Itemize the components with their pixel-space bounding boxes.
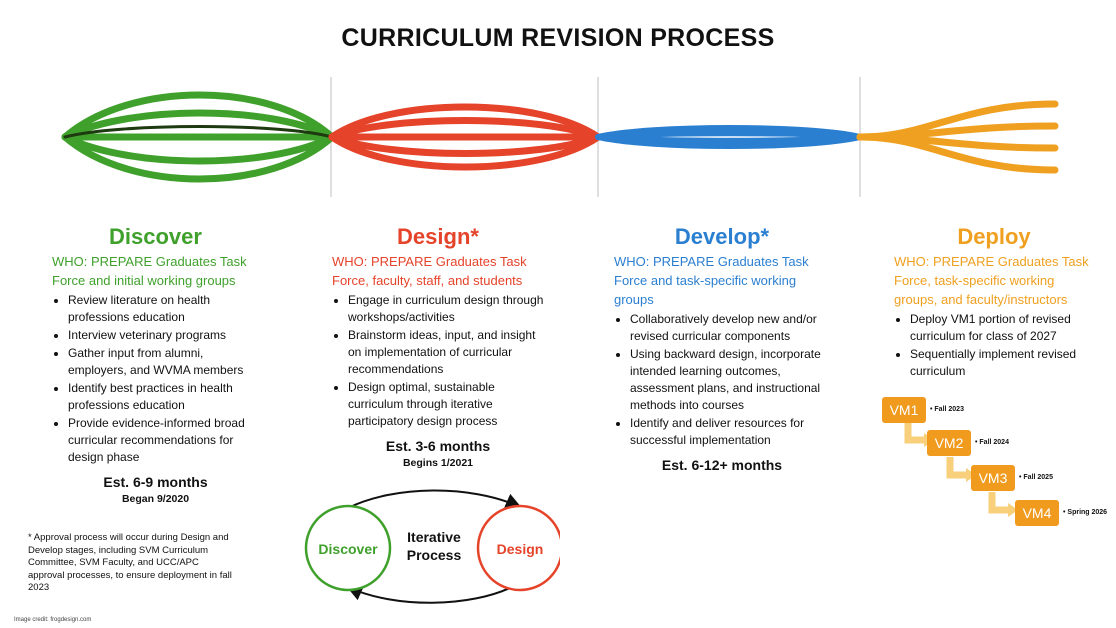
- deploy-strands: [856, 100, 1059, 174]
- deploy-title: Deploy: [957, 224, 1031, 249]
- list-item: Sequentially implement revised curriculu…: [910, 346, 1094, 380]
- step-arrow: [946, 457, 968, 479]
- design-title: Design*: [397, 224, 479, 249]
- develop-strand: [595, 130, 863, 140]
- vm1-badge: VM1: [882, 397, 926, 423]
- discover-bullets: Review literature on health professions …: [52, 292, 263, 466]
- design-who: WHO: PREPARE Graduates Task Force, facul…: [332, 254, 527, 288]
- image-credit: Image credit: frogdesign.com: [14, 617, 92, 623]
- discover-strand: [63, 125, 334, 139]
- list-item: Review literature on health professions …: [68, 292, 263, 326]
- discover-strand: [61, 133, 336, 165]
- deploy-column: Deploy WHO: PREPARE Graduates Task Force…: [894, 224, 1094, 381]
- step-arrow: [988, 492, 1010, 514]
- develop-strands: [595, 125, 863, 149]
- step-arrow: [904, 423, 926, 444]
- list-item: Gather input from alumni, employers, and…: [68, 345, 263, 379]
- list-item: Identify and deliver resources for succe…: [630, 415, 830, 449]
- design-strands: [328, 103, 602, 171]
- page-title: CURRICULUM REVISION PROCESS: [341, 24, 775, 52]
- vm1-term: • Fall 2023: [930, 406, 964, 413]
- develop-bullets: Collaboratively develop new and/or revis…: [614, 311, 830, 449]
- design-column: Design* WHO: PREPARE Graduates Task Forc…: [332, 224, 544, 469]
- discover-estimate: Est. 6-9 months: [103, 474, 208, 490]
- develop-title: Develop*: [674, 224, 770, 249]
- design-strand: [328, 103, 602, 141]
- iterative-process-diagram: Discover Design Iterative Process: [304, 489, 560, 604]
- discover-began: Began 9/2020: [121, 493, 190, 505]
- vm3-badge: VM3: [971, 465, 1015, 491]
- design-bullets: Engage in curriculum design through work…: [332, 292, 544, 430]
- discover-who: WHO: PREPARE Graduates Task Force and in…: [52, 254, 247, 288]
- iter-center-line1: Iterative: [407, 529, 461, 545]
- deploy-strand: [856, 133, 1059, 174]
- deploy-who: WHO: PREPARE Graduates Task Force, task-…: [894, 254, 1089, 307]
- approval-footnote: * Approval process will occur during Des…: [28, 532, 232, 593]
- iter-design-label: Design: [497, 541, 544, 557]
- list-item: Brainstorm ideas, input, and insight on …: [348, 327, 544, 378]
- vm2-badge: VM2: [927, 430, 971, 456]
- discover-column: Discover WHO: PREPARE Graduates Task For…: [48, 224, 263, 505]
- design-strand: [328, 133, 602, 157]
- step-arrow-head: [1008, 503, 1018, 517]
- list-item: Provide evidence-informed broad curricul…: [68, 415, 263, 466]
- list-item: Design optimal, sustainable curriculum t…: [348, 379, 544, 430]
- list-item: Collaboratively develop new and/or revis…: [630, 311, 830, 345]
- loop-arrow-bottom: [346, 585, 515, 604]
- vm2-term: • Fall 2024: [975, 439, 1009, 446]
- list-item: Using backward design, incorporate inten…: [630, 346, 830, 414]
- develop-column: Develop* WHO: PREPARE Graduates Task For…: [614, 224, 830, 473]
- design-strand: [328, 117, 602, 141]
- process-strand-graphic: [61, 77, 1059, 197]
- discover-strands: [61, 91, 336, 183]
- list-item: Identify best practices in health profes…: [68, 380, 263, 414]
- develop-who: WHO: PREPARE Graduates Task Force and ta…: [614, 254, 809, 307]
- vm3-term: • Fall 2025: [1019, 474, 1053, 481]
- iter-center-line2: Process: [407, 547, 462, 563]
- list-item: Deploy VM1 portion of revised curriculum…: [910, 311, 1094, 345]
- design-circle: [476, 504, 560, 592]
- list-item: Engage in curriculum design through work…: [348, 292, 544, 326]
- discover-strand: [61, 91, 336, 141]
- discover-title: Discover: [109, 224, 202, 249]
- iter-discover-label: Discover: [318, 541, 378, 557]
- discover-strand: [61, 109, 336, 141]
- loop-arrow-top: [347, 489, 522, 509]
- deploy-bullets: Deploy VM1 portion of revised curriculum…: [894, 311, 1094, 380]
- design-strand: [328, 133, 602, 171]
- list-item: Interview veterinary programs: [68, 327, 263, 344]
- vm4-badge: VM4: [1015, 500, 1059, 526]
- design-estimate: Est. 3-6 months: [385, 438, 491, 454]
- develop-estimate: Est. 6-12+ months: [661, 457, 783, 473]
- vm4-term: • Spring 2026: [1063, 509, 1108, 516]
- design-began: Begins 1/2021: [402, 457, 474, 469]
- discover-circle: [304, 504, 392, 592]
- discover-strand: [61, 133, 336, 183]
- develop-strand: [595, 134, 863, 149]
